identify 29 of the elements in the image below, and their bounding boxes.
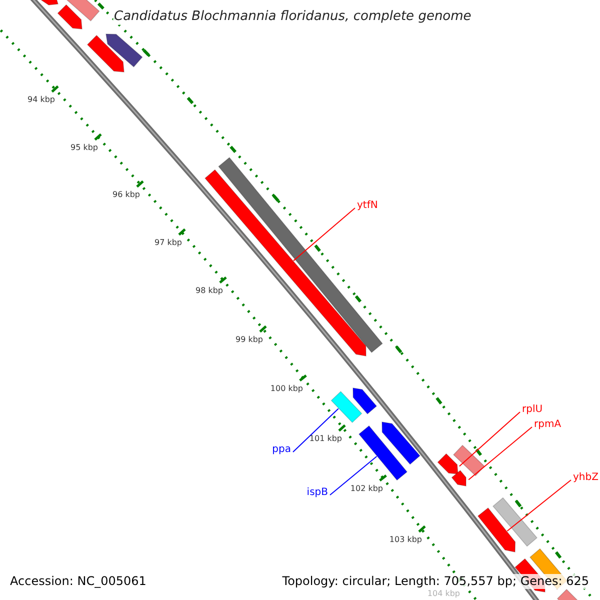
gene-feature	[330, 390, 362, 424]
gene-label: ispB	[306, 487, 328, 499]
gene-label: ppa	[272, 444, 291, 456]
leader-line	[468, 426, 532, 480]
position-label: 95 kbp	[70, 143, 98, 153]
leader-line	[458, 412, 520, 467]
leader-line	[506, 480, 572, 532]
gene-label: rplU	[522, 404, 543, 416]
gene-feature	[451, 470, 466, 486]
position-label: 100 kbp	[270, 384, 303, 394]
accession-text: Accession: NC_005061	[9, 574, 148, 589]
map-title: Candidatus Blochmannia floridanus, complete genome	[113, 9, 472, 25]
gene-feature	[358, 425, 408, 481]
position-label: 96 kbp	[112, 190, 140, 200]
position-label: 104 kbp	[427, 589, 460, 599]
position-label: 98 kbp	[195, 286, 223, 296]
gene-feature	[437, 453, 458, 474]
leader-line	[292, 408, 339, 452]
gene-feature	[477, 507, 516, 552]
gene-label: yhbZ	[573, 472, 598, 484]
leader-line	[293, 208, 356, 262]
position-label: 94 kbp	[27, 95, 55, 105]
leader-line	[330, 456, 378, 496]
position-label: 103 kbp	[389, 535, 422, 545]
gene-label: rpmA	[534, 419, 562, 431]
genome-info-text: Topology: circular; Length: 705,557 bp; Genes: 625	[281, 574, 590, 589]
position-label: 101 kbp	[309, 434, 342, 444]
position-label: 99 kbp	[235, 335, 263, 345]
gene-label: ytfN	[357, 200, 378, 212]
